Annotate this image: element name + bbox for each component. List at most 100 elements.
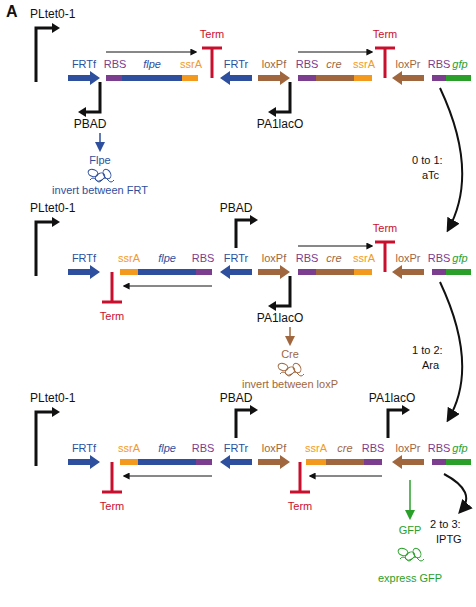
part-label: cre xyxy=(337,443,352,454)
part-label: RBS xyxy=(104,59,127,70)
promoter-symbol xyxy=(36,412,56,466)
transcription-arrow xyxy=(124,476,212,477)
part-label: PLtet0-1 xyxy=(30,392,75,404)
promoter-symbol-head xyxy=(52,23,60,33)
promoter-symbol xyxy=(272,276,290,306)
part-label: gfp xyxy=(452,443,467,454)
promoter-symbol xyxy=(236,220,254,248)
part-label: Term xyxy=(288,501,312,512)
part-label: gfp xyxy=(452,253,467,264)
part-label: FRTr xyxy=(224,59,248,70)
part-label: PBAD xyxy=(220,392,253,404)
part-label: ssrA xyxy=(118,253,140,264)
part-label: ssrA xyxy=(353,59,375,70)
ssra-tag xyxy=(354,75,372,81)
rbs-part xyxy=(298,75,316,81)
promoter-symbol-head xyxy=(250,405,258,415)
promoter-symbol-head xyxy=(268,301,276,311)
step-arrow xyxy=(440,282,462,420)
part-label: ssrA xyxy=(180,59,202,70)
rbs-part xyxy=(432,75,446,81)
part-label: invert between loxP xyxy=(242,379,338,390)
part-label: 2 to 3: xyxy=(430,519,461,530)
promoter-symbol-head xyxy=(250,215,258,225)
part-label: RBS xyxy=(296,253,319,264)
part-label: PLtet0-1 xyxy=(30,202,75,214)
flp-gene xyxy=(138,459,196,465)
part-label: IPTG xyxy=(436,534,462,545)
part-label: PBAD xyxy=(220,202,253,214)
part-label: RBS xyxy=(362,443,385,454)
part-label: ssrA xyxy=(353,253,375,264)
loxp-site xyxy=(392,265,424,279)
ssra-tag xyxy=(306,459,326,465)
protein-icon xyxy=(397,547,424,562)
protein-icon xyxy=(87,168,114,183)
rbs-part xyxy=(432,459,446,465)
part-label: loxPr xyxy=(395,59,420,70)
part-label: GFP xyxy=(399,525,422,536)
part-label: ssrA xyxy=(118,443,140,454)
rbs-part xyxy=(196,459,212,465)
ssra-tag xyxy=(120,459,138,465)
transcription-arrow xyxy=(124,286,212,287)
loxp-site xyxy=(258,71,290,85)
part-label: FRTf xyxy=(72,443,96,454)
promoter-symbol-head xyxy=(268,107,276,117)
part-label: PLtet0-1 xyxy=(30,8,75,20)
part-label: RBS xyxy=(192,443,215,454)
rbs-part xyxy=(364,459,382,465)
part-label: ssrA xyxy=(305,443,327,454)
terminator-symbol xyxy=(202,48,222,78)
promoter-symbol xyxy=(36,28,56,82)
part-label: flpe xyxy=(143,59,161,70)
ssra-tag xyxy=(354,269,372,275)
promoter-symbol-head xyxy=(52,217,60,227)
part-label: RBS xyxy=(428,443,451,454)
part-label: Flpe xyxy=(89,155,110,166)
promoter-symbol xyxy=(236,410,254,438)
loxp-site xyxy=(392,455,424,469)
part-label: loxPf xyxy=(262,253,286,264)
frt-site xyxy=(220,265,252,279)
protein-icon xyxy=(277,362,304,377)
part-label: loxPr xyxy=(395,253,420,264)
cre-gene xyxy=(316,75,354,81)
step-arrow xyxy=(440,88,462,230)
loxp-site xyxy=(258,455,290,469)
part-label: aTc xyxy=(422,170,439,181)
transcription-arrow xyxy=(310,476,382,477)
part-label: FRTf xyxy=(72,59,96,70)
promoter-symbol-head xyxy=(52,407,60,417)
part-label: cre xyxy=(326,59,341,70)
expression-arrow xyxy=(409,480,411,518)
part-label: loxPf xyxy=(262,443,286,454)
terminator-symbol xyxy=(375,242,395,272)
part-label: cre xyxy=(326,253,341,264)
expression-arrow xyxy=(99,133,101,150)
part-label: Ara xyxy=(422,360,439,371)
panel-letter: A xyxy=(6,4,18,20)
part-label: PA1lacO xyxy=(257,118,303,130)
frt-site xyxy=(68,71,100,85)
rbs-part xyxy=(432,269,446,275)
cre-gene xyxy=(316,269,354,275)
loxp-site xyxy=(258,265,290,279)
promoter-symbol-head xyxy=(78,107,86,117)
flp-gene xyxy=(138,269,196,275)
loxp-site xyxy=(392,71,424,85)
rbs-part xyxy=(106,75,122,81)
cre-gene xyxy=(326,459,364,465)
rbs-part xyxy=(298,269,316,275)
part-label: flpe xyxy=(158,443,176,454)
part-label: FRTr xyxy=(224,253,248,264)
part-label: Cre xyxy=(281,349,299,360)
promoter-symbol xyxy=(82,82,100,112)
part-label: Term xyxy=(373,223,397,234)
part-label: Term xyxy=(200,29,224,40)
part-label: Term xyxy=(373,29,397,40)
terminator-symbol xyxy=(375,48,395,78)
promoter-symbol xyxy=(36,222,56,276)
part-label: express GFP xyxy=(378,573,442,584)
